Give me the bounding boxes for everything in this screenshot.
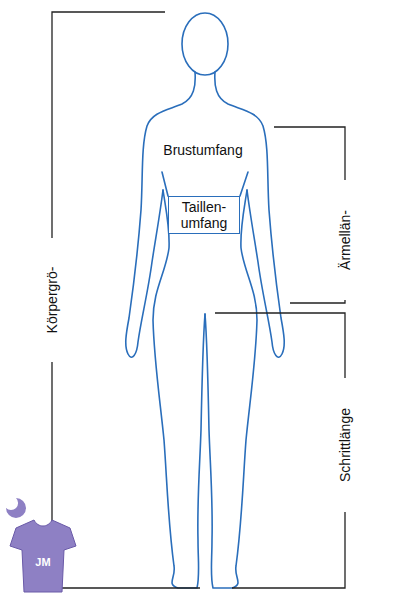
chest-guide (162, 172, 168, 196)
sleeve-label: Ärmellän- (337, 207, 353, 273)
chest-label: Brustumfang (160, 142, 245, 158)
head-outline (182, 13, 228, 75)
inseam-label: Schrittlänge (337, 405, 353, 485)
chest-guide (240, 172, 248, 196)
dimension-brackets (52, 12, 345, 588)
box-label: Taillen- umfang (173, 199, 235, 231)
waist-box: Taillen- umfang (168, 196, 240, 234)
logo-text: JM (32, 556, 53, 568)
height-label: Körpergrö- (44, 264, 60, 337)
logo (6, 498, 76, 592)
